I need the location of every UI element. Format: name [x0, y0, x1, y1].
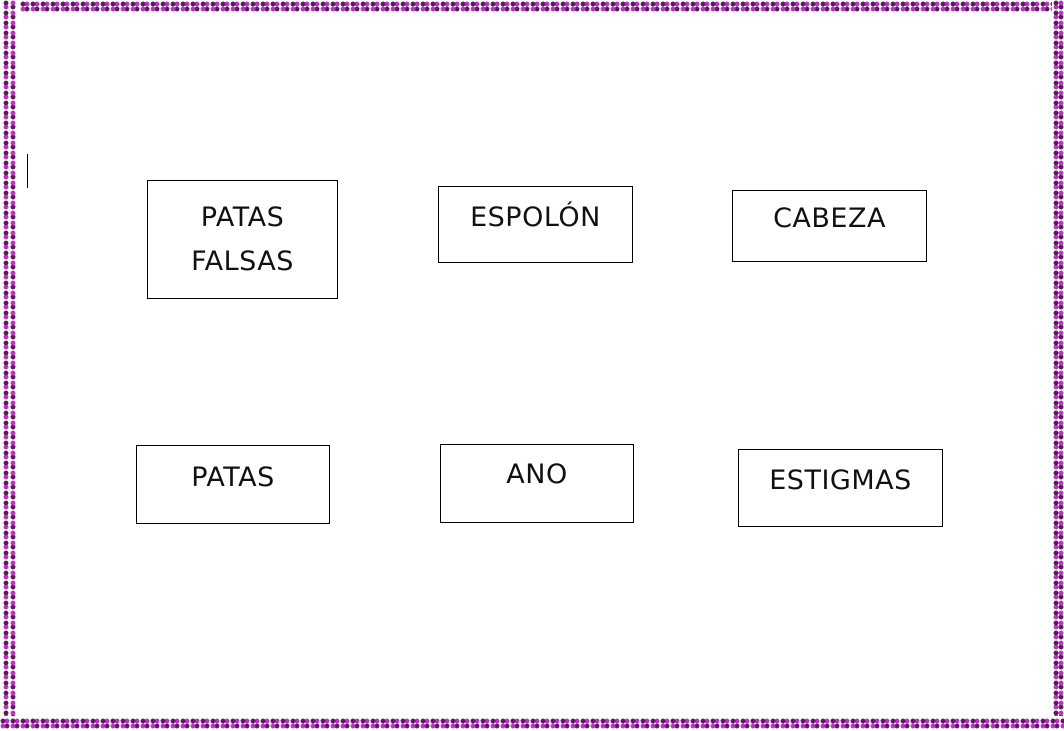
text-cursor	[27, 154, 28, 188]
label-line-1: PATAS	[200, 201, 285, 233]
label-text: ESTIGMAS	[769, 465, 912, 497]
label-box-cabeza[interactable]: CABEZA	[732, 190, 927, 262]
label-box-patas[interactable]: PATAS	[136, 445, 330, 524]
label-text: PATAS	[191, 461, 275, 493]
label-text: ANO	[506, 458, 568, 490]
decorative-border-top	[0, 0, 1064, 16]
decorative-border-bottom	[0, 716, 1064, 731]
decorative-border-left	[0, 0, 20, 731]
decorative-border-right	[1052, 0, 1064, 731]
label-text: CABEZA	[773, 203, 886, 235]
label-text: ESPOLÓN	[470, 201, 601, 233]
label-line-2: FALSAS	[191, 245, 294, 277]
label-box-espolon[interactable]: ESPOLÓN	[438, 186, 633, 263]
label-box-ano[interactable]: ANO	[440, 444, 634, 523]
label-box-patas-falsas[interactable]: PATAS FALSAS	[147, 180, 338, 299]
label-box-estigmas[interactable]: ESTIGMAS	[738, 449, 943, 527]
